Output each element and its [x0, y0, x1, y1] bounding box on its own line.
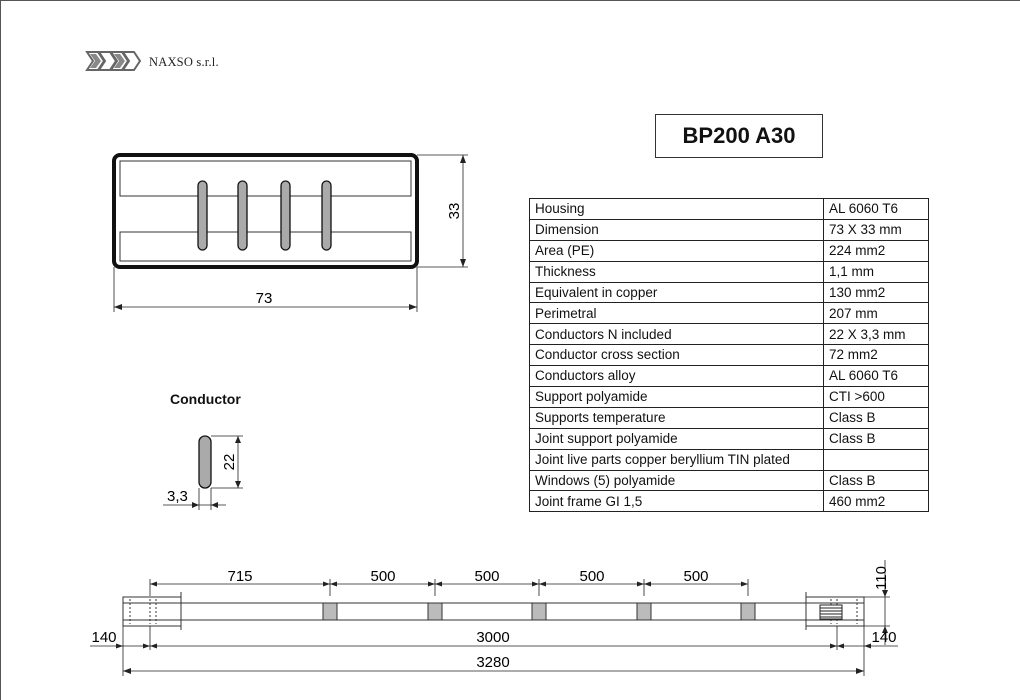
window-support: [322, 602, 338, 621]
table-row: Area (PE)224 mm2: [529, 239, 929, 262]
section-width-label: 73: [256, 290, 273, 307]
terminal-block-icon: [819, 604, 843, 620]
window-support: [427, 602, 443, 621]
page-border-left: [0, 0, 1, 700]
spec-property: Conductors N included: [529, 323, 824, 346]
spec-value: 224 mm2: [823, 239, 929, 262]
housing-outline: [112, 153, 419, 269]
company-name: NAXSO s.r.l.: [149, 55, 219, 69]
spec-property: Perimetral: [529, 302, 824, 325]
total-length-label: 3280: [476, 654, 509, 671]
conductor-bar: [280, 180, 291, 251]
spacing-label: 500: [474, 568, 499, 585]
spacing-label: 500: [370, 568, 395, 585]
spec-value: Class B: [823, 427, 929, 450]
spec-property: Conductor cross section: [529, 344, 824, 367]
length-drawing: 715 500 500 500 500 110 140 3000 140 328…: [90, 560, 898, 676]
window-support: [531, 602, 547, 621]
spec-value: 1,1 mm: [823, 260, 929, 283]
spec-value: Class B: [823, 406, 929, 429]
cross-section-drawing: 33 73: [112, 153, 468, 312]
conductor-bar: [237, 180, 248, 251]
spec-value: 207 mm: [823, 302, 929, 325]
spec-property: Conductors alloy: [529, 365, 824, 388]
conductor-thickness-label: 3,3: [167, 488, 188, 505]
naxso-logo-icon: [85, 51, 142, 71]
conductor-bar: [197, 180, 208, 251]
spec-property: Joint live parts copper beryllium TIN pl…: [529, 448, 824, 471]
left-end-label: 140: [91, 629, 116, 646]
spec-property: Supports temperature: [529, 406, 824, 429]
window-support: [740, 602, 756, 621]
conductor-detail: [198, 435, 212, 489]
right-end-label: 140: [871, 629, 896, 646]
first-spacing-label: 715: [227, 568, 252, 585]
spacing-label: 500: [579, 568, 604, 585]
left-joint: [122, 596, 182, 627]
spec-value: 130 mm2: [823, 281, 929, 304]
section-height-label: 33: [446, 203, 463, 220]
inner-length-label: 3000: [476, 629, 509, 646]
window-support: [636, 602, 652, 621]
spec-property: Windows (5) polyamide: [529, 469, 824, 492]
spec-value: AL 6060 T6: [823, 365, 929, 388]
spec-value: 22 X 3,3 mm: [823, 323, 929, 346]
product-code-title: BP200 A30: [655, 114, 823, 158]
spec-value: CTI >600: [823, 386, 929, 408]
spec-property: Area (PE): [529, 239, 824, 262]
housing-upper-wall: [119, 160, 412, 197]
spec-property: Thickness: [529, 260, 824, 283]
spec-property: Joint support polyamide: [529, 427, 824, 450]
page-border-top: [0, 0, 1020, 1]
spec-value: [823, 448, 929, 471]
spec-value: 460 mm2: [823, 490, 929, 513]
housing-lower-wall: [119, 231, 412, 262]
spec-value: Class B: [823, 469, 929, 492]
conductor-title: Conductor: [170, 391, 241, 407]
spec-value: AL 6060 T6: [823, 198, 929, 220]
conductor-bar: [321, 180, 332, 251]
conductor-detail-drawing: 22 3,3: [163, 435, 243, 510]
table-row: Joint live parts copper beryllium TIN pl…: [529, 448, 929, 471]
spacing-label: 500: [683, 568, 708, 585]
spec-value: 72 mm2: [823, 344, 929, 367]
conductor-height-label: 22: [221, 454, 238, 471]
spec-property: Support polyamide: [529, 386, 824, 408]
spec-property: Equivalent in copper: [529, 281, 824, 304]
bar-height-label: 110: [873, 566, 890, 590]
